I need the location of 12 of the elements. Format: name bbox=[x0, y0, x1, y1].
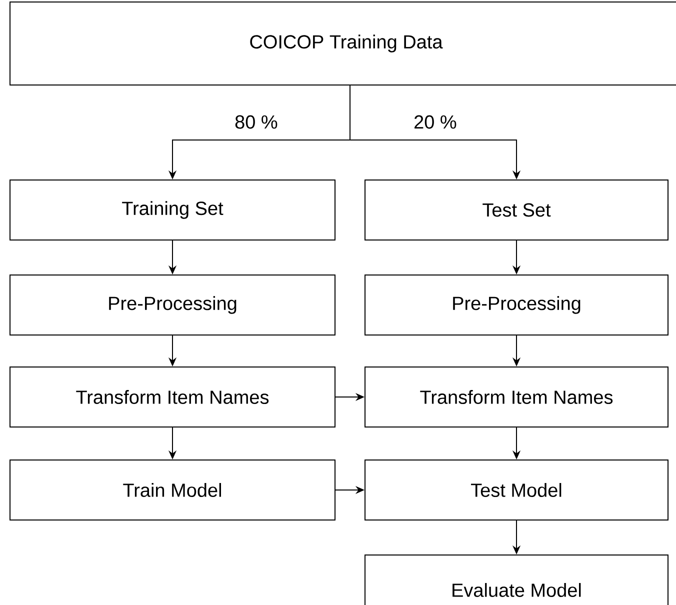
process-box: COICOP Training Data bbox=[10, 2, 676, 86]
process-box: Pre-Processing bbox=[364, 274, 668, 336]
process-box: Training Set bbox=[10, 180, 336, 240]
process-box: Train Model bbox=[10, 460, 336, 520]
process-box: Evaluate Model bbox=[364, 554, 668, 605]
process-box: Pre-Processing bbox=[10, 274, 336, 336]
process-box: Transform Item Names bbox=[364, 366, 668, 428]
edge-label: 20 % bbox=[414, 115, 456, 129]
process-box: Test Model bbox=[364, 460, 668, 520]
edge-label: 80 % bbox=[235, 115, 278, 129]
process-box: Test Set bbox=[364, 180, 668, 240]
process-box: Transform Item Names bbox=[10, 366, 336, 428]
